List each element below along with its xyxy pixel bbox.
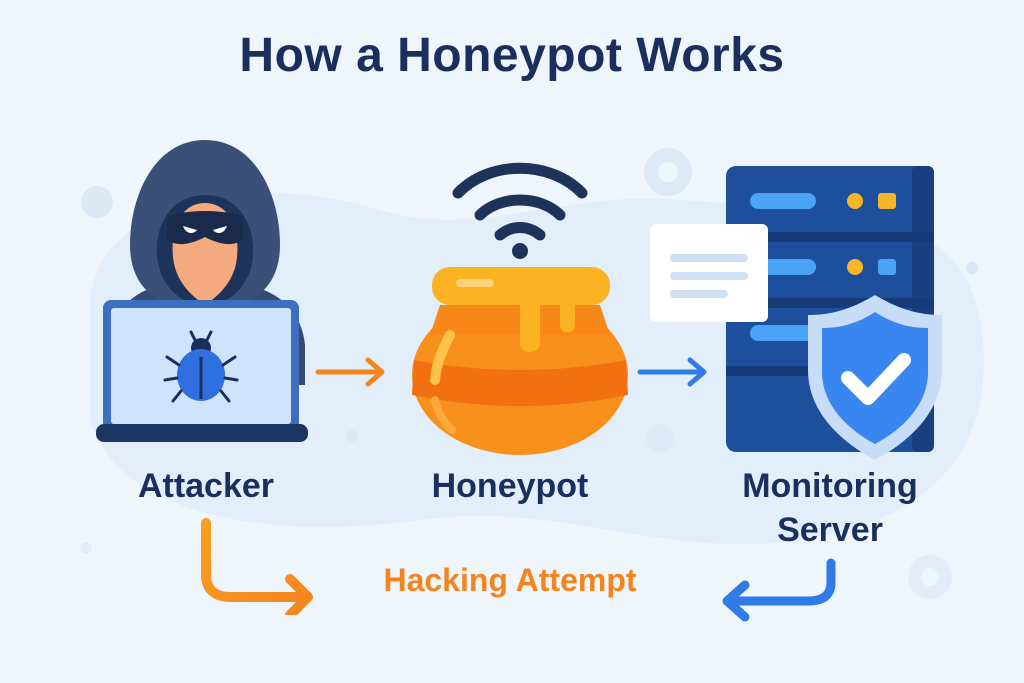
hooded-hacker-icon bbox=[103, 140, 305, 430]
monitoring-server-label: Monitoring Server bbox=[700, 466, 960, 550]
shield-check-icon bbox=[808, 295, 942, 460]
attacker-label: Attacker bbox=[137, 467, 275, 505]
hacking-attempt-label: Hacking Attempt bbox=[383, 562, 637, 598]
honey-pot-icon bbox=[412, 162, 628, 455]
wifi-icon bbox=[452, 162, 588, 241]
honeypot-label: Honeypot bbox=[431, 467, 589, 505]
page-title: How a Honeypot Works bbox=[239, 29, 785, 82]
left-curved-arrow bbox=[201, 518, 313, 615]
arrow-honeypot-to-server bbox=[637, 357, 707, 387]
bug-icon bbox=[163, 330, 239, 403]
monitoring-server-label-line2: Server bbox=[777, 511, 883, 549]
laptop-base bbox=[96, 424, 308, 442]
monitoring-server-label-line1: Monitoring bbox=[742, 467, 918, 505]
arrow-attacker-to-honeypot bbox=[315, 357, 385, 387]
right-curved-arrow bbox=[722, 558, 836, 622]
document-card-icon bbox=[650, 224, 768, 322]
server-icon bbox=[650, 166, 942, 460]
